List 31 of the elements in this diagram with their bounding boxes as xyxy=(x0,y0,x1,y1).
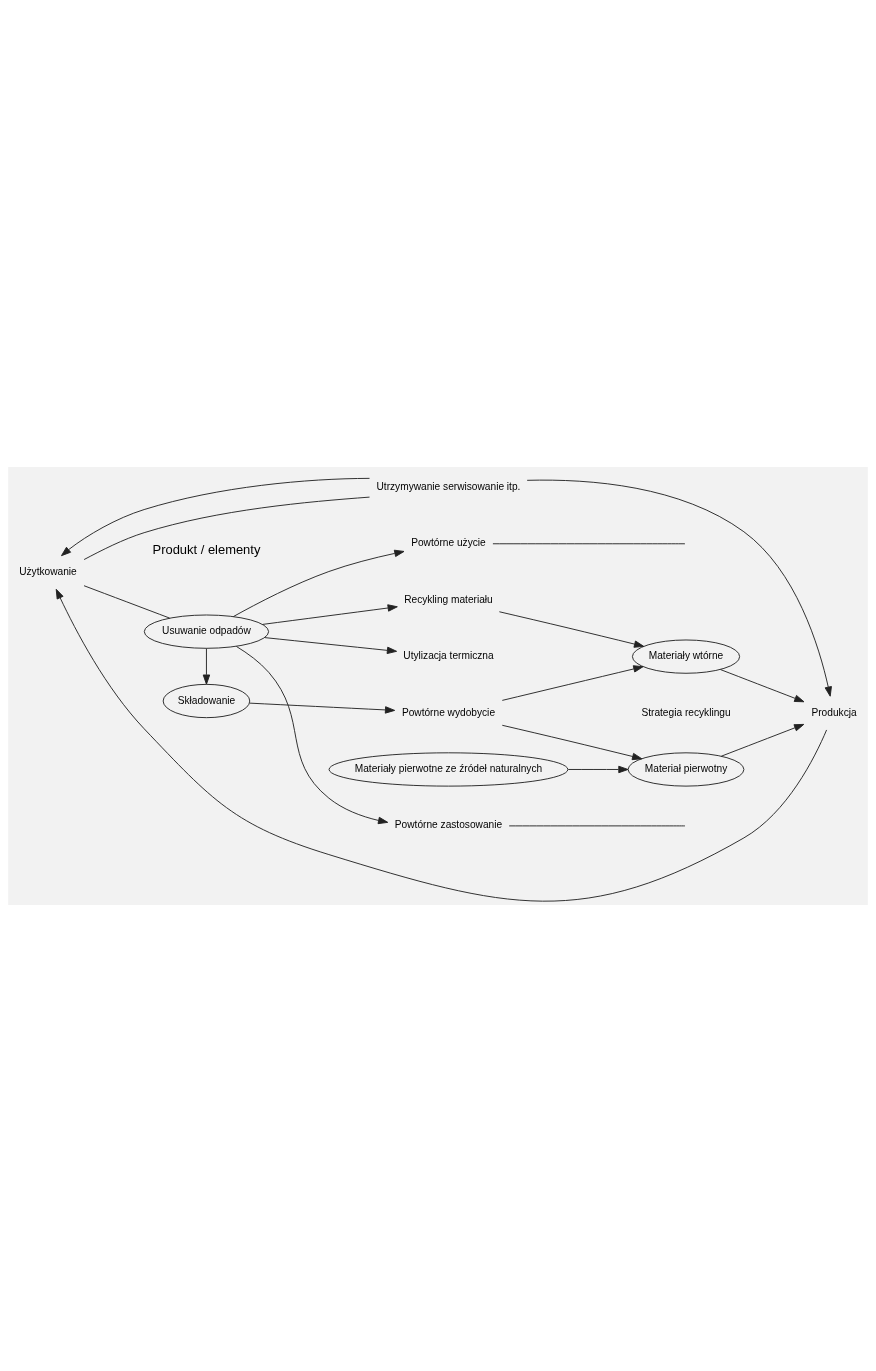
arrow xyxy=(264,636,398,654)
node-text: Utrzymywanie serwisowanie itp. xyxy=(376,480,521,492)
arrow xyxy=(498,610,645,648)
node-ellipse: Składowanie xyxy=(162,683,251,718)
arrow xyxy=(526,479,832,697)
node-text: Utylizacja termiczna xyxy=(403,649,494,661)
node-text: Powtórne zastosowanie xyxy=(394,818,503,830)
arrow xyxy=(720,723,805,757)
arrow xyxy=(501,724,643,760)
node-ellipse: Usuwanie odpadów xyxy=(143,614,270,649)
arrow xyxy=(249,702,396,714)
arrow xyxy=(567,765,629,773)
arrow xyxy=(55,588,828,902)
connector xyxy=(83,496,370,560)
arrow xyxy=(232,549,405,617)
arrow xyxy=(61,477,370,556)
node-text: Produkcja xyxy=(811,706,857,718)
node-text: Powtórne wydobycie xyxy=(401,706,496,718)
node-text: Recykling materiału xyxy=(404,593,493,605)
arrow xyxy=(202,647,211,685)
node-text: Powtórne użycie xyxy=(411,536,486,548)
connector xyxy=(83,584,171,619)
arrow xyxy=(501,664,644,701)
connector xyxy=(492,542,686,544)
arrow xyxy=(262,603,398,625)
arrow xyxy=(720,668,805,702)
label: Strategia recyklingu xyxy=(641,706,731,718)
node-text: Użytkowanie xyxy=(19,565,77,577)
arrow xyxy=(235,645,389,824)
node-ellipse: Materiały pierwotne ze źródeł naturalnych xyxy=(328,751,569,787)
label: Produkt / elementy xyxy=(152,541,261,557)
